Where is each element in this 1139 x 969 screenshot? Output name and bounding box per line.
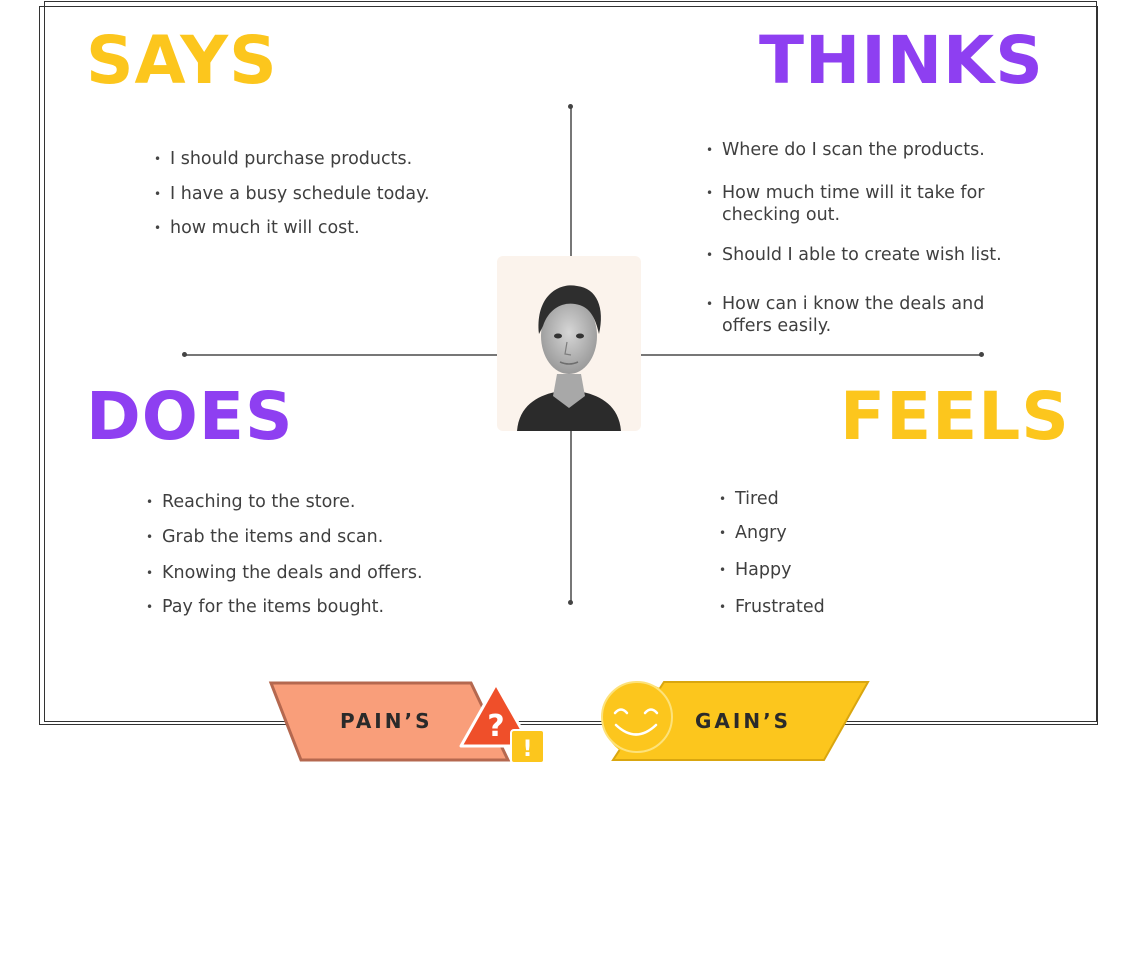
axis-end-dot-top xyxy=(568,104,573,109)
smiley-face-icon xyxy=(601,681,678,757)
gains-label: GAIN’S xyxy=(695,709,792,733)
thinks-item: How can i know the deals and offers easi… xyxy=(706,293,1012,337)
persona-photo xyxy=(517,285,621,431)
thinks-item: How much time will it take for checking … xyxy=(706,182,1012,226)
does-item: Knowing the deals and offers. xyxy=(146,562,423,584)
feels-item: Angry xyxy=(719,522,787,544)
pains-tag xyxy=(268,681,511,762)
svg-text:!: ! xyxy=(522,737,532,762)
frame-inner xyxy=(44,1,1097,722)
thinks-item: Where do I scan the products. xyxy=(706,139,985,161)
axis-end-dot-left xyxy=(182,352,187,357)
feels-item: Frustrated xyxy=(719,596,825,618)
says-item: I have a busy schedule today. xyxy=(154,183,430,205)
does-item: Pay for the items bought. xyxy=(146,596,384,618)
does-item: Grab the items and scan. xyxy=(146,526,383,548)
thinks-heading: THINKS xyxy=(759,22,1044,99)
says-item: how much it will cost. xyxy=(154,217,360,239)
feels-heading: FEELS xyxy=(840,378,1070,455)
feels-item: Tired xyxy=(719,488,779,510)
does-item: Reaching to the store. xyxy=(146,491,355,513)
does-heading: DOES xyxy=(86,378,294,455)
pains-label: PAIN’S xyxy=(340,709,433,733)
exclamation-icon: ! xyxy=(510,729,545,764)
axis-end-dot-right xyxy=(979,352,984,357)
persona-portrait xyxy=(497,256,641,431)
axis-end-dot-bottom xyxy=(568,600,573,605)
thinks-item: Should I able to create wish list. xyxy=(706,244,1002,266)
svg-text:?: ? xyxy=(487,709,504,744)
says-heading: SAYS xyxy=(86,22,278,99)
feels-item: Happy xyxy=(719,559,792,581)
says-item: I should purchase products. xyxy=(154,148,412,170)
warning-question-icon: ? ! xyxy=(459,682,545,764)
frame-outer xyxy=(39,6,1098,725)
